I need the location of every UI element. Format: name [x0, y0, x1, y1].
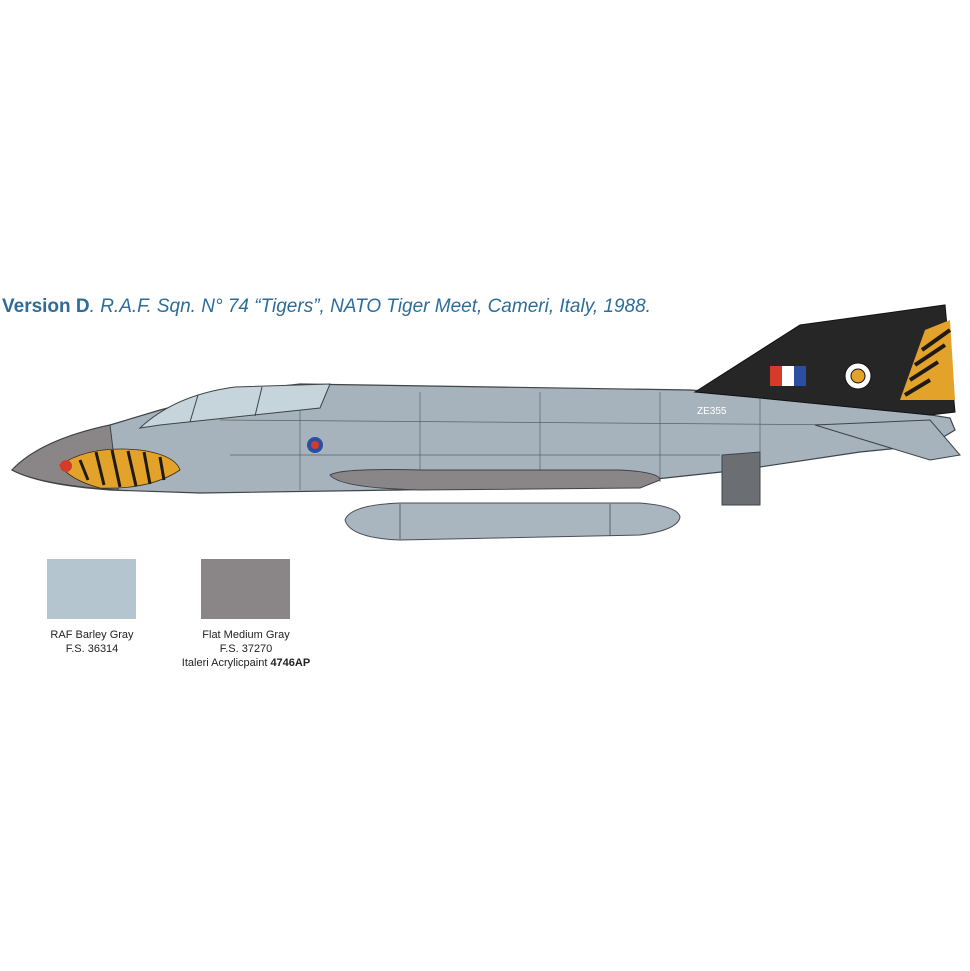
swatch-label-medium: Flat Medium Gray F.S. 37270 Italeri Acry… [146, 628, 346, 670]
version-description: . R.A.F. Sqn. N° 74 “Tigers”, NATO Tiger… [89, 296, 651, 317]
swatch-fs: F.S. 37270 [219, 643, 273, 655]
version-title: Version D. R.A.F. Sqn. N° 74 “Tigers”, N… [2, 296, 651, 318]
paint-code: 4746AP [270, 657, 311, 669]
swatch-flat-medium-gray [201, 559, 290, 619]
nose-tiger-art [59, 448, 181, 489]
swatch-raf-barley-gray [47, 559, 136, 619]
swatch-name: RAF Barley Gray [50, 629, 134, 641]
swatch-fs: F.S. 36314 [65, 643, 119, 655]
swatch-paint: Italeri Acrylicpaint 4746AP [146, 656, 346, 670]
aircraft-profile-illustration: ZE355 [11, 304, 961, 541]
aircraft-serial: ZE355 [697, 406, 727, 417]
swatch-name: Flat Medium Gray [202, 629, 290, 641]
drop-tank [344, 502, 681, 541]
roundel [307, 437, 323, 453]
paint-brand: Italeri Acrylicpaint [181, 657, 268, 669]
swatch-label-barley: RAF Barley Gray F.S. 36314 [0, 628, 192, 656]
tail-fin [693, 304, 956, 416]
canopy [138, 383, 331, 429]
version-label: Version D [2, 296, 90, 317]
